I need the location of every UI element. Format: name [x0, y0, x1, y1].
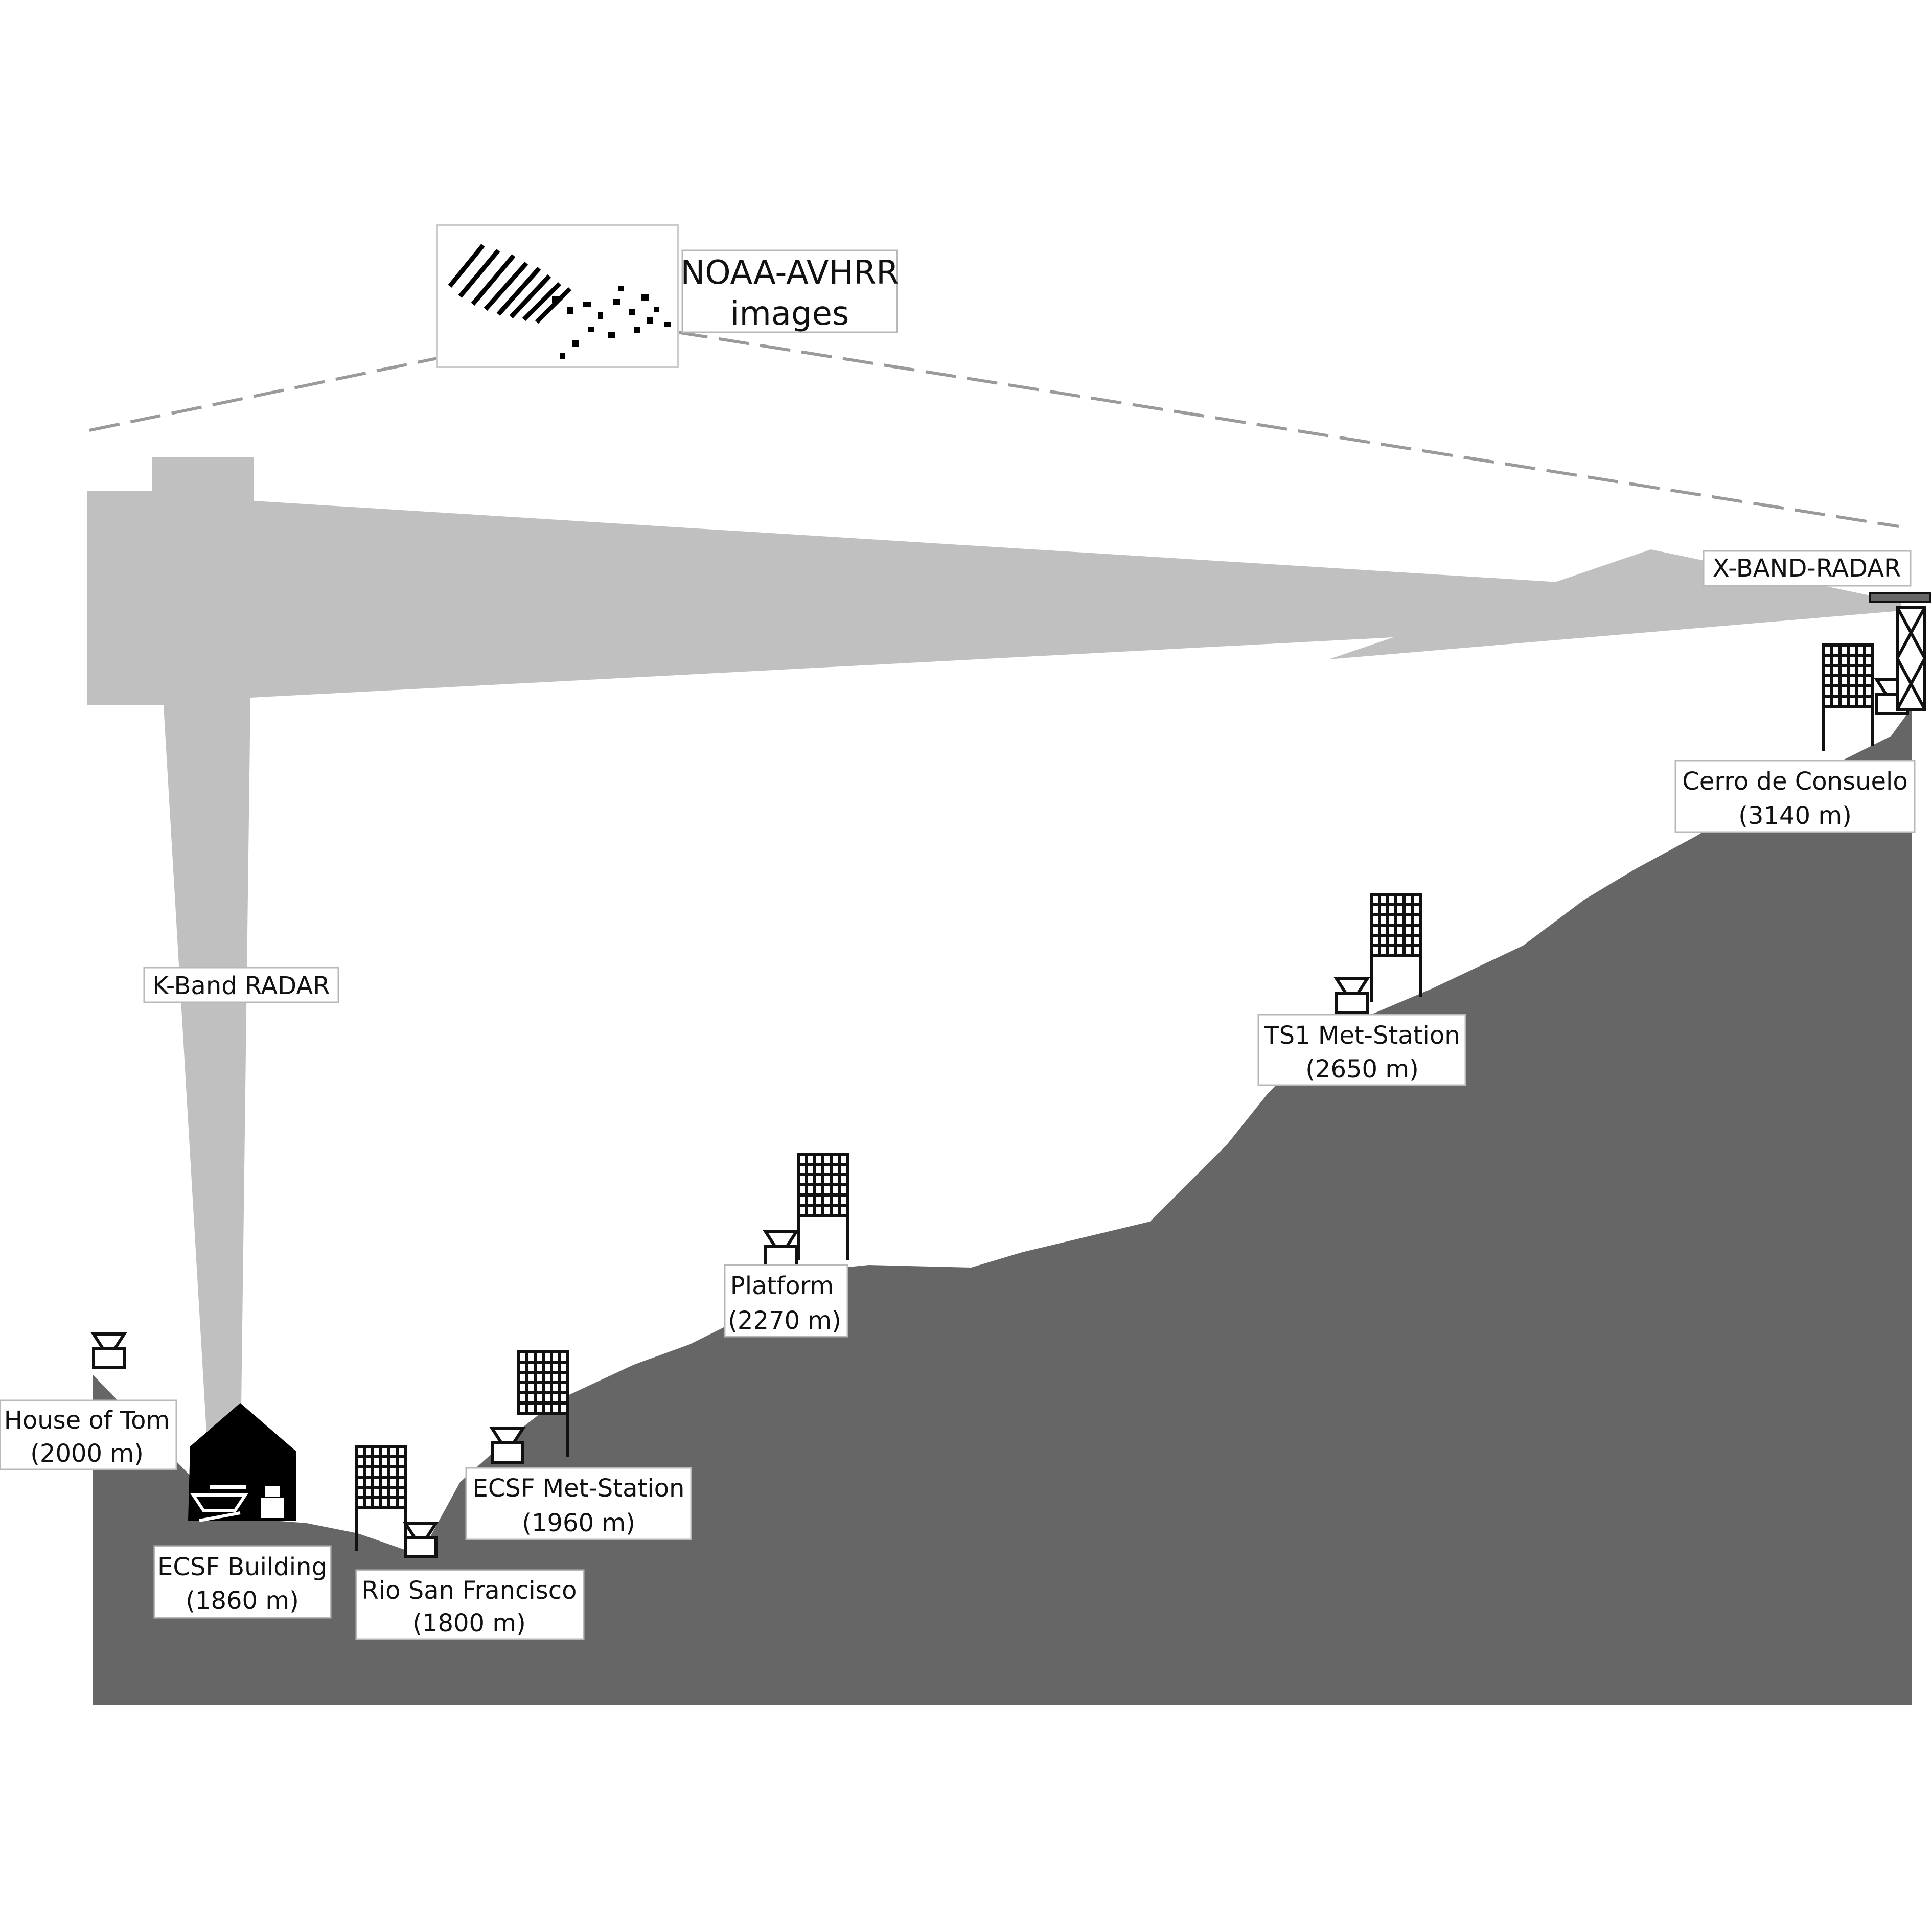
label-house-of-tom: House of Tom (2000 m) — [0, 1399, 177, 1470]
label-noaa-avhrr: NOAA-AVHRR images — [680, 249, 899, 333]
svg-text:(3140 m): (3140 m) — [1738, 801, 1852, 830]
label-x-band-radar: X-BAND-RADAR — [1703, 550, 1912, 587]
svg-text:(1860 m): (1860 m) — [186, 1586, 299, 1615]
terrain-profile — [93, 708, 1912, 1705]
label-k-band-radar: K-Band RADAR — [143, 967, 339, 1003]
ts1-met-station-icon — [1337, 894, 1422, 1013]
svg-text:ECSF Met-Station: ECSF Met-Station — [473, 1474, 685, 1503]
label-rio-san-francisco: Rio San Francisco (1800 m) — [355, 1569, 585, 1640]
svg-text:TS1 Met-Station: TS1 Met-Station — [1263, 1021, 1460, 1050]
ecsf-met-station-icon — [492, 1352, 569, 1462]
svg-text:NOAA-AVHRR: NOAA-AVHRR — [680, 254, 899, 292]
platform-station-icon — [766, 1154, 849, 1266]
svg-text:Platform: Platform — [730, 1272, 834, 1300]
svg-text:(2000 m): (2000 m) — [30, 1439, 144, 1468]
label-ecsf-met-station: ECSF Met-Station (1960 m) — [465, 1467, 692, 1540]
k-band-radar-beam — [87, 457, 1896, 1485]
svg-text:Cerro de Consuelo: Cerro de Consuelo — [1682, 767, 1907, 796]
rio-station-icon — [355, 1446, 436, 1557]
cerro-station-icon — [1822, 645, 1907, 751]
svg-text:ECSF Building: ECSF Building — [157, 1553, 327, 1581]
svg-text:(2650 m): (2650 m) — [1305, 1055, 1419, 1084]
svg-text:K-Band RADAR: K-Band RADAR — [152, 972, 330, 1000]
rain-gauge-icon — [94, 1334, 124, 1368]
svg-text:House of Tom: House of Tom — [4, 1406, 170, 1435]
svg-text:Rio San Francisco: Rio San Francisco — [361, 1576, 577, 1605]
label-cerro-de-consuelo: Cerro de Consuelo (3140 m) — [1674, 760, 1916, 833]
svg-text:(1960 m): (1960 m) — [522, 1509, 635, 1537]
svg-text:(1800 m): (1800 m) — [412, 1609, 526, 1638]
x-band-radar-tower-icon — [1869, 592, 1931, 711]
label-ecsf-building: ECSF Building (1860 m) — [153, 1545, 332, 1619]
ecsf-building-icon — [188, 1403, 296, 1522]
svg-text:images: images — [730, 295, 849, 333]
satellite-scan-lines — [89, 331, 1899, 528]
label-platform: Platform (2270 m) — [724, 1264, 848, 1338]
label-ts1-met-station: TS1 Met-Station (2650 m) — [1257, 1014, 1466, 1086]
svg-text:(2270 m): (2270 m) — [728, 1306, 841, 1335]
satellite-image-icon — [436, 224, 679, 368]
svg-text:X-BAND-RADAR: X-BAND-RADAR — [1713, 554, 1901, 583]
